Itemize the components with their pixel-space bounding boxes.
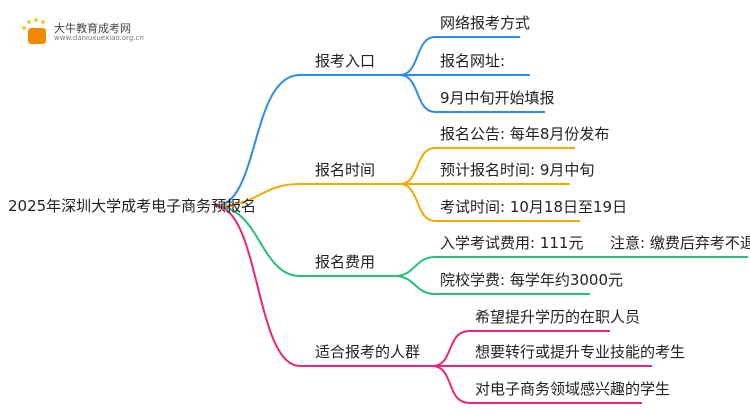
- leaf: 9月中旬开始填报: [440, 89, 555, 107]
- branch-entry: 报考入口: [315, 52, 376, 70]
- leaf: 考试时间: 10月18日至19日: [440, 198, 628, 216]
- fee-note: 注意: 缴费后弃考不退费: [610, 234, 750, 252]
- branch-fee: 报名费用: [315, 253, 376, 271]
- leaf: 院校学费: 每学年约3000元: [440, 271, 623, 289]
- leaf: 入学考试费用: 111元: [440, 234, 584, 252]
- leaf: 希望提升学历的在职人员: [475, 308, 641, 326]
- logo-url: www.daniuxuexiao.org.cn: [54, 34, 144, 42]
- root-node: 2025年深圳大学成考电子商务预报名: [8, 197, 257, 215]
- leaf: 网络报考方式: [440, 14, 531, 32]
- branch-time: 报名时间: [315, 161, 376, 179]
- leaf: 报名公告: 每年8月份发布: [440, 125, 610, 143]
- leaf: 预计报名时间: 9月中旬: [440, 161, 595, 179]
- leaf: 想要转行或提升专业技能的考生: [475, 343, 686, 361]
- leaf: 对电子商务领域感兴趣的学生: [475, 380, 671, 398]
- leaf: 报名网址:: [440, 52, 506, 70]
- logo-icon: [22, 18, 46, 44]
- branch-audience: 适合报考的人群: [315, 343, 421, 361]
- logo-title: 大牛教育成考网: [54, 22, 131, 35]
